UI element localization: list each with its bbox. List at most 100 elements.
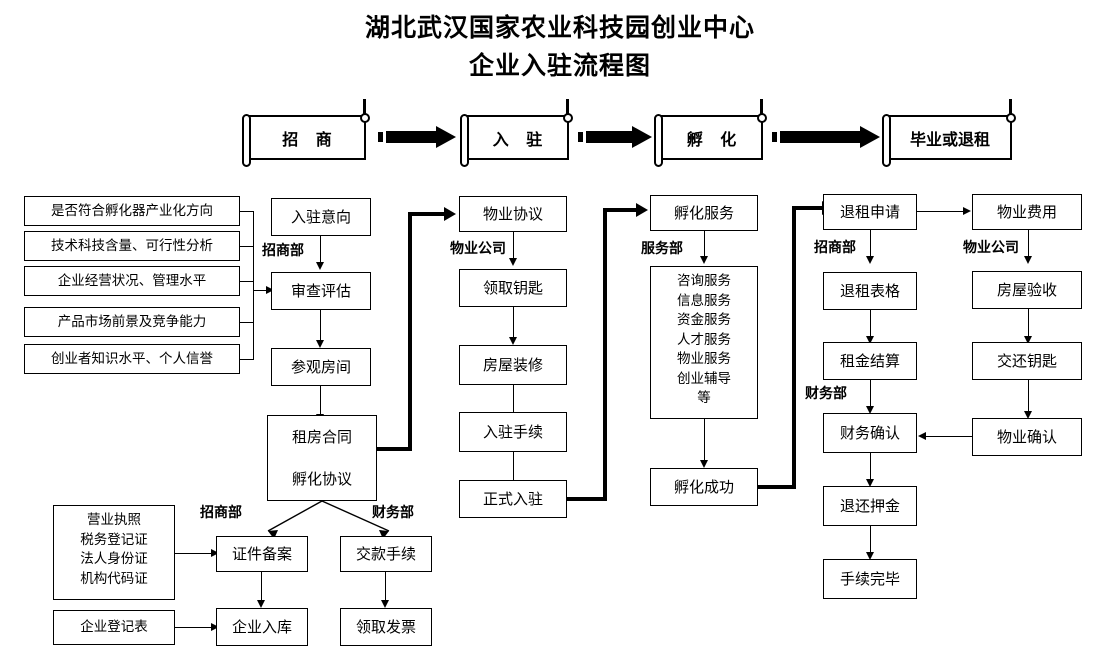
services-list-box[interactable]: 咨询服务 信息服务 资金服务 人才服务 物业服务 创业辅导 等	[650, 266, 758, 419]
arrowhead-list-success	[699, 460, 708, 468]
criteria-to-review-arrowhead	[266, 285, 274, 294]
step-label: 交还钥匙	[996, 351, 1057, 370]
step-box-exit-application[interactable]: 退租申请	[823, 194, 917, 230]
connector-list-success	[704, 419, 706, 462]
arrowhead-review-visit	[315, 340, 324, 348]
arrowhead-intent-review	[315, 262, 324, 270]
step-label: 入驻意向	[290, 207, 351, 226]
arrowhead-property-key	[508, 258, 517, 266]
criteria-box-1[interactable]: 是否符合孵化器产业化方向	[24, 196, 240, 226]
step-box-visit[interactable]: 参观房间	[271, 348, 371, 386]
arrowhead-rentsettle-financeconfirm	[865, 406, 874, 414]
step-box-property-confirm[interactable]: 物业确认	[972, 418, 1082, 456]
step-box-get-invoice[interactable]: 领取发票	[340, 608, 432, 646]
document-item: 税务登记证	[80, 531, 148, 548]
step-box-official-movein[interactable]: 正式入驻	[459, 480, 567, 518]
arrowhead-financeconfirm-refund	[865, 479, 874, 487]
criteria-stub-3	[240, 281, 254, 283]
stage-banner-movein[interactable]: 入 驻	[460, 99, 573, 167]
step-box-property-agreement[interactable]: 物业协议	[459, 196, 567, 232]
thick-connector-success-top	[792, 206, 824, 210]
step-box-document-filing[interactable]: 证件备案	[216, 536, 308, 572]
step-label: 领取发票	[355, 617, 416, 636]
connector-service-list	[704, 231, 706, 258]
connector-renovate-procedure	[513, 385, 515, 416]
stage-banner-graduate[interactable]: 毕业或退租	[882, 99, 1016, 167]
documents-box[interactable]: 营业执照 税务登记证 法人身份证 机构代码证	[53, 505, 175, 600]
page-title-line1: 湖北武汉国家农业科技园创业中心	[364, 13, 755, 42]
connector-payment-invoice	[385, 572, 387, 602]
step-box-refund-deposit[interactable]: 退还押金	[823, 486, 917, 526]
contract-line-2: 孵化协议	[291, 469, 352, 488]
criteria-stub-2	[240, 246, 254, 248]
stage-banner-recruit[interactable]: 招 商	[242, 99, 370, 167]
step-box-intent[interactable]: 入驻意向	[271, 198, 371, 236]
stage-banner-incubate[interactable]: 孵 化	[654, 99, 767, 167]
step-label: 房屋装修	[482, 355, 543, 374]
contract-line-1: 租房合同	[291, 427, 352, 446]
criteria-box-4[interactable]: 产品市场前景及竞争能力	[24, 307, 240, 337]
step-box-renovation[interactable]: 房屋装修	[459, 345, 567, 385]
step-label: 房屋验收	[996, 280, 1057, 299]
connector-inspection-returnkeys	[1028, 309, 1030, 338]
scroll-roll-icon	[460, 114, 469, 167]
arrowhead-propertyconfirm-financeconfirm	[918, 431, 926, 440]
step-box-movein-procedure[interactable]: 入驻手续	[459, 412, 567, 452]
connector-exitapp-form	[870, 230, 872, 258]
step-box-incubation-service[interactable]: 孵化服务	[650, 195, 758, 231]
step-box-exit-form[interactable]: 退租表格	[823, 272, 917, 310]
step-box-return-keys[interactable]: 交还钥匙	[972, 342, 1082, 380]
criteria-stub-5	[240, 359, 254, 361]
thick-connector-official-right	[567, 497, 607, 501]
step-box-review[interactable]: 审查评估	[271, 272, 371, 310]
thick-connector-contract-top	[408, 212, 446, 216]
connector-rentsettle-financeconfirm	[870, 380, 872, 408]
criteria-box-3[interactable]: 企业经营状况、管理水平	[24, 266, 240, 296]
criteria-label: 创业者知识水平、个人信誉	[51, 350, 213, 367]
step-box-property-fee[interactable]: 物业费用	[972, 194, 1082, 230]
pin-head-icon	[360, 113, 370, 123]
step-box-get-keys[interactable]: 领取钥匙	[459, 269, 567, 307]
criteria-label: 企业经营状况、管理水平	[57, 272, 207, 289]
criteria-box-2[interactable]: 技术科技含量、可行性分析	[24, 231, 240, 261]
page-title-line2: 企业入驻流程图	[468, 51, 651, 80]
connector-returnkeys-propertyconfirm	[1028, 380, 1030, 413]
dept-label-finance-exit: 财务部	[805, 386, 847, 402]
connector-review-visit	[320, 310, 322, 342]
registration-form-box[interactable]: 企业登记表	[53, 610, 175, 645]
service-item: 物业服务	[677, 351, 731, 368]
pin-head-icon	[757, 113, 767, 123]
step-label: 物业费用	[996, 202, 1057, 221]
dept-label-recruit: 招商部	[262, 243, 304, 259]
step-box-finance-confirm[interactable]: 财务确认	[823, 413, 917, 453]
step-box-payment-procedure[interactable]: 交款手续	[340, 536, 432, 572]
connector-refund-complete	[870, 526, 872, 554]
stage-label: 毕业或退租	[909, 129, 990, 149]
criteria-box-5[interactable]: 创业者知识水平、个人信誉	[24, 344, 240, 374]
arrowhead-documents-filing	[211, 548, 219, 557]
connector-property-key	[513, 232, 515, 260]
step-box-contract[interactable]: 租房合同 孵化协议	[267, 415, 377, 501]
step-label: 物业确认	[996, 427, 1057, 446]
step-box-house-inspection[interactable]: 房屋验收	[972, 271, 1082, 309]
document-item: 营业执照	[87, 512, 141, 528]
step-label: 入驻手续	[482, 422, 543, 441]
step-label: 证件备案	[231, 544, 292, 563]
step-box-incubation-success[interactable]: 孵化成功	[650, 468, 758, 506]
step-label: 财务确认	[839, 423, 900, 442]
scroll-roll-icon	[654, 114, 663, 167]
connector-documents-filing	[175, 553, 213, 555]
arrowhead-returnkeys-propertyconfirm	[1023, 411, 1032, 419]
service-item: 创业辅导	[677, 370, 731, 387]
stage-label: 孵 化	[686, 129, 743, 149]
stage-label: 入 驻	[492, 129, 549, 149]
step-box-enterprise-database[interactable]: 企业入库	[216, 608, 308, 646]
step-box-procedure-complete[interactable]: 手续完毕	[823, 559, 917, 599]
dept-label-bottom-recruit: 招商部	[200, 505, 242, 521]
criteria-bracket-spine	[253, 211, 255, 360]
arrowhead-exitapp-form	[865, 256, 874, 264]
scroll-roll-icon	[882, 114, 891, 167]
stage-arrow-2	[578, 126, 652, 148]
step-box-rent-settlement[interactable]: 租金结算	[823, 342, 917, 380]
